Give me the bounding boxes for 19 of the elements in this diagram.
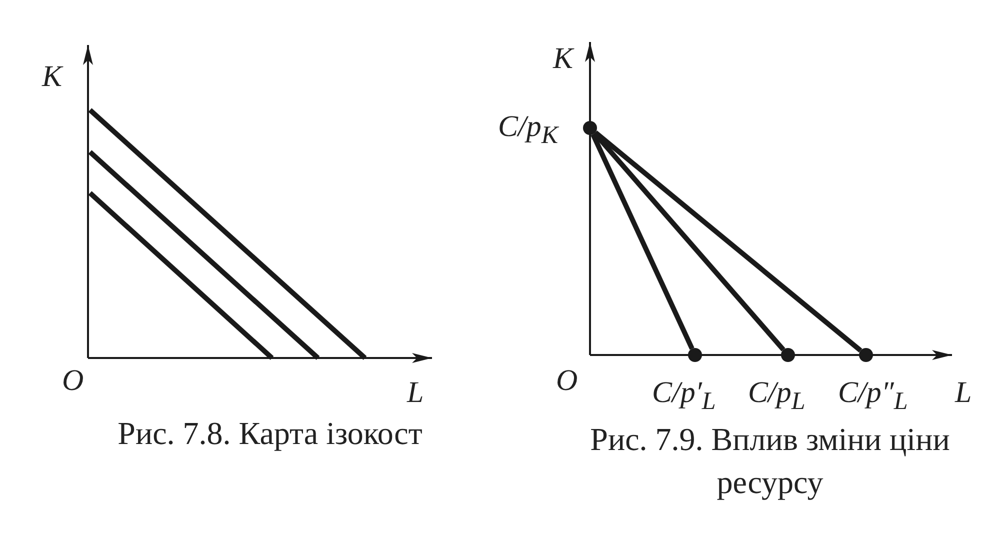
point-marker xyxy=(859,348,873,362)
axis-label: K xyxy=(42,62,62,92)
axis-label: K xyxy=(553,44,574,74)
budget-line xyxy=(594,130,862,352)
figure-caption: Рис. 7.9. Вплив зміни ціни ресурсу xyxy=(589,420,951,502)
point-marker xyxy=(781,348,795,362)
point-label: C/p′$_{L}$ xyxy=(652,378,716,414)
point-marker xyxy=(583,121,597,135)
origin-label: O xyxy=(62,366,84,396)
axis-label: L xyxy=(407,378,424,408)
point-label: C/p$_{K}$ xyxy=(498,112,558,148)
budget-line xyxy=(592,132,786,352)
figure-caption: Рис. 7.8. Карта ізокост xyxy=(116,414,424,453)
point-marker xyxy=(688,348,702,362)
origin-label: O xyxy=(556,366,578,396)
budget-line xyxy=(590,133,694,350)
axis-label: L xyxy=(955,378,972,408)
point-label: C/p$_{L}$ xyxy=(748,378,806,414)
point-label: C/p″$_{L}$ xyxy=(838,378,908,414)
